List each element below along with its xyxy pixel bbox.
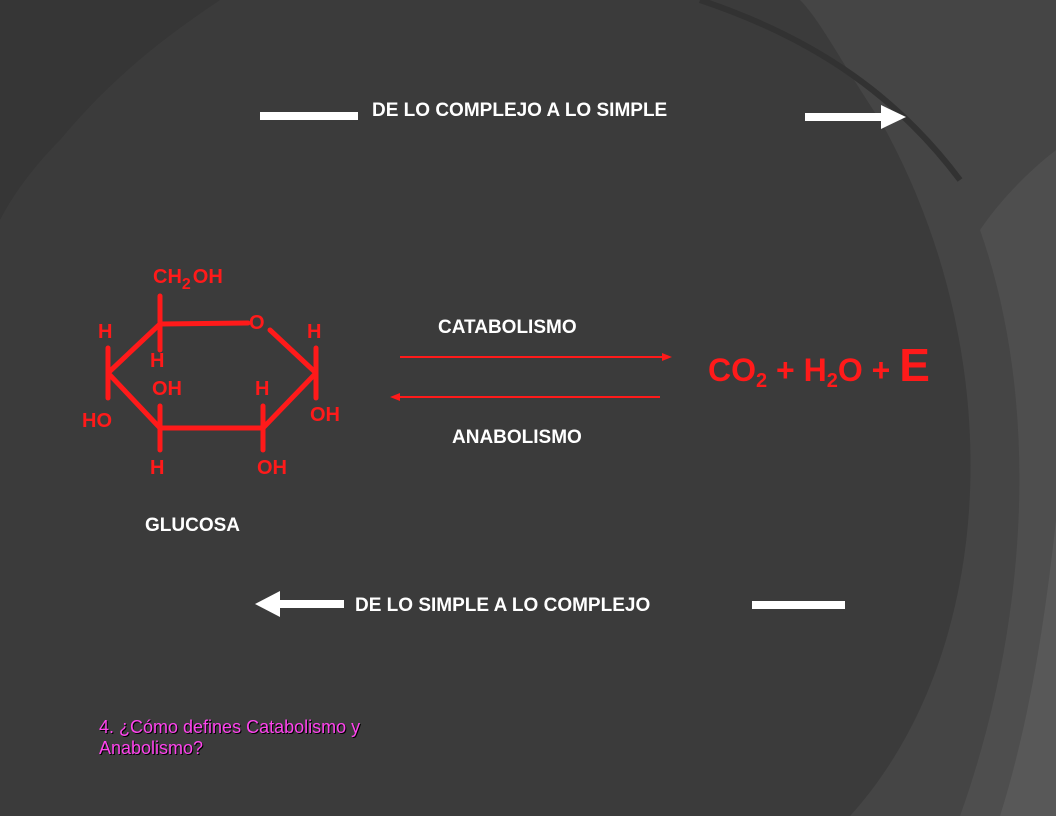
atom-h-left: H bbox=[98, 321, 113, 343]
anabolism-label: ANABOLISMO bbox=[452, 427, 582, 448]
atom-h-bottom: H bbox=[150, 457, 165, 479]
question-text: 4. ¿Cómo defines Catabolismo y Anabolism… bbox=[99, 717, 361, 758]
anabolism-arrow bbox=[390, 393, 660, 401]
glucose-ring bbox=[105, 293, 319, 453]
bottom-direction-label: DE LO SIMPLE A LO COMPLEJO bbox=[355, 595, 651, 616]
top-direction-arrow bbox=[260, 105, 906, 129]
atom-ho-left: HO bbox=[82, 410, 112, 432]
atom-oh-bottom: OH bbox=[257, 457, 287, 479]
atom-h-right: H bbox=[307, 321, 322, 343]
molecule-name: GLUCOSA bbox=[145, 515, 240, 536]
atom-ring-oxygen: O bbox=[249, 312, 265, 334]
energy-symbol: E bbox=[899, 339, 930, 391]
top-direction-label: DE LO COMPLEJO A LO SIMPLE bbox=[372, 100, 668, 121]
catabolism-label: CATABOLISMO bbox=[438, 317, 577, 338]
atom-oh-right: OH bbox=[310, 404, 340, 426]
products-equation: CO2 + H2O + E bbox=[708, 339, 930, 392]
atom-oh-inner: OH bbox=[152, 378, 182, 400]
atom-h-inner: H bbox=[150, 350, 165, 372]
atom-h-inner-right: H bbox=[255, 378, 270, 400]
catabolism-arrow bbox=[400, 353, 672, 361]
bottom-direction-arrow bbox=[255, 591, 845, 617]
